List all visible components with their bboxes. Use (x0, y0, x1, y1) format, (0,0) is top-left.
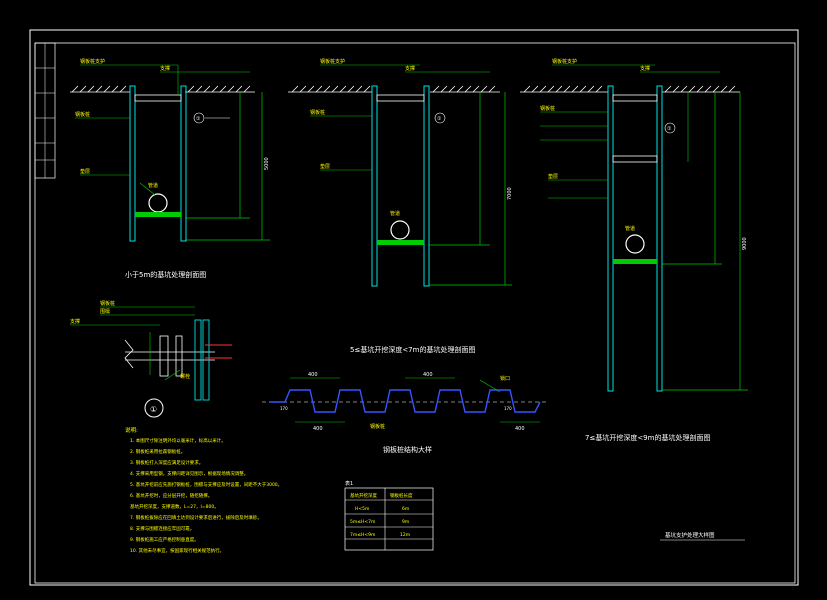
table-cell: 12m (400, 532, 410, 538)
s3-depth: 9000 (742, 237, 748, 250)
table-cell: 5m≤H<7m (350, 519, 375, 525)
s2-label-pipe: 管道 (390, 210, 400, 217)
detail-callout: ① (150, 405, 157, 414)
s1-label-pipe: 管道 (148, 182, 158, 189)
footer-label: 基坑支护处理大样图 (665, 531, 715, 539)
section-3 (520, 64, 748, 392)
note-item: 3. 钢板桩打入深度应满足设计要求。 (130, 459, 203, 466)
inner-frame (34, 42, 796, 584)
table-header: 基坑开挖深度 (350, 492, 377, 499)
pipe (148, 193, 168, 213)
note-item: 1. 本图尺寸除注明外均以毫米计，标高以米计。 (130, 437, 226, 444)
note-item: 8. 支撑与围檩连接应牢固可靠。 (130, 525, 194, 532)
s3-label-pipe: 管道 (625, 225, 635, 232)
profile-label-right: 锁口 (500, 375, 510, 382)
profile-dim-right: 400 (515, 426, 525, 432)
notes-list: 1. 本图尺寸除注明外均以毫米计，标高以米计。 2. 钢板桩采用拉森钢板桩。 3… (130, 437, 282, 554)
s3-label-top: 钢板桩支护 (552, 58, 577, 65)
detail-label-a: 钢板桩 (100, 300, 115, 307)
section-1 (70, 64, 270, 242)
profile-dim-mid: 400 (423, 372, 433, 378)
note-item: 9. 钢板桩施工应严格控制垂直度。 (130, 536, 199, 543)
section-2 (288, 64, 512, 287)
s1-label-top: 钢板桩支护 (80, 58, 105, 65)
table-cell: 6m (402, 506, 409, 512)
ground-hatch (70, 85, 255, 93)
note-item: 5. 基坑开挖前应先施打钢板桩，围檩与支撑应及时设置，间距不大于3000。 (130, 481, 282, 488)
note-item: 10. 其他未尽事宜，按国家现行相关规范执行。 (130, 547, 224, 554)
s3-title: 7≤基坑开挖深度<9m的基坑处理剖面图 (585, 433, 710, 442)
depth-table (344, 487, 434, 551)
note-item: 基坑开挖深度，支撑道数，L=27，I=800。 (130, 503, 219, 510)
note-item: 6. 基坑开挖时，应分层开挖，随挖随撑。 (130, 492, 212, 499)
profile-dim-top: 400 (308, 372, 318, 378)
s2-depth: 7000 (507, 187, 513, 200)
table-cell: 9m (402, 519, 409, 525)
table-caption: 表1 (345, 480, 353, 487)
s3-label-mid: 钢板桩 (540, 105, 555, 112)
notes-heading: 说明: (125, 426, 138, 434)
s2-title: 5≤基坑开挖深度<7m的基坑处理剖面图 (350, 345, 475, 354)
note-item: 4. 支撑采用型钢，支撑间距详见图示，根据现场情况调整。 (130, 470, 248, 477)
s1-title: 小于5m的基坑处理剖面图 (125, 270, 206, 279)
table-cell: 7m≤H<9m (350, 532, 375, 538)
s1-label-brace: 支撑 (160, 65, 170, 72)
profile-label-center: 钢板桩 (370, 423, 385, 430)
sheet-pile-left (129, 85, 136, 242)
sheet-pile-right (180, 85, 187, 242)
s2-label-mid: 钢板桩 (310, 109, 325, 116)
s2-label-brace: 支撑 (405, 65, 415, 72)
s2-circle: ① (437, 116, 442, 122)
table-cell: H<5m (355, 506, 369, 512)
brace (134, 94, 182, 102)
s2-label-top: 钢板桩支护 (320, 58, 345, 65)
bedding (135, 212, 181, 217)
sheet-pile-profile (262, 377, 548, 423)
s1-label-mid: 钢板桩 (75, 111, 90, 118)
detail-label-c: 支撑 (70, 318, 80, 325)
detail-label-d: 螺栓 (180, 373, 190, 380)
profile-dim-small-a: 170 (280, 406, 288, 411)
profile-dim-small-b: 170 (504, 406, 512, 411)
s3-label-brace: 支撑 (640, 65, 650, 72)
s1-circle: ① (196, 116, 201, 122)
note-item: 2. 钢板桩采用拉森钢板桩。 (130, 448, 185, 455)
connection-detail (70, 306, 232, 418)
title-block (34, 42, 56, 179)
note-item: 7. 钢板桩拔除应在回填土达到设计要求后进行，拔除后及时填砂。 (130, 514, 262, 521)
s1-depth: 5000 (264, 157, 270, 170)
table-header: 钢板桩长度 (390, 492, 413, 499)
profile-dim-left: 400 (313, 426, 323, 432)
s3-label-bottom: 垫层 (548, 173, 558, 180)
s3-circle: ① (667, 126, 672, 132)
s1-label-bottom: 垫层 (80, 168, 90, 175)
outer-frame (29, 29, 799, 586)
profile-title: 钢板桩结构大样 (383, 445, 432, 454)
detail-label-b: 围檩 (100, 308, 110, 315)
s2-label-bottom: 垫层 (320, 163, 330, 170)
